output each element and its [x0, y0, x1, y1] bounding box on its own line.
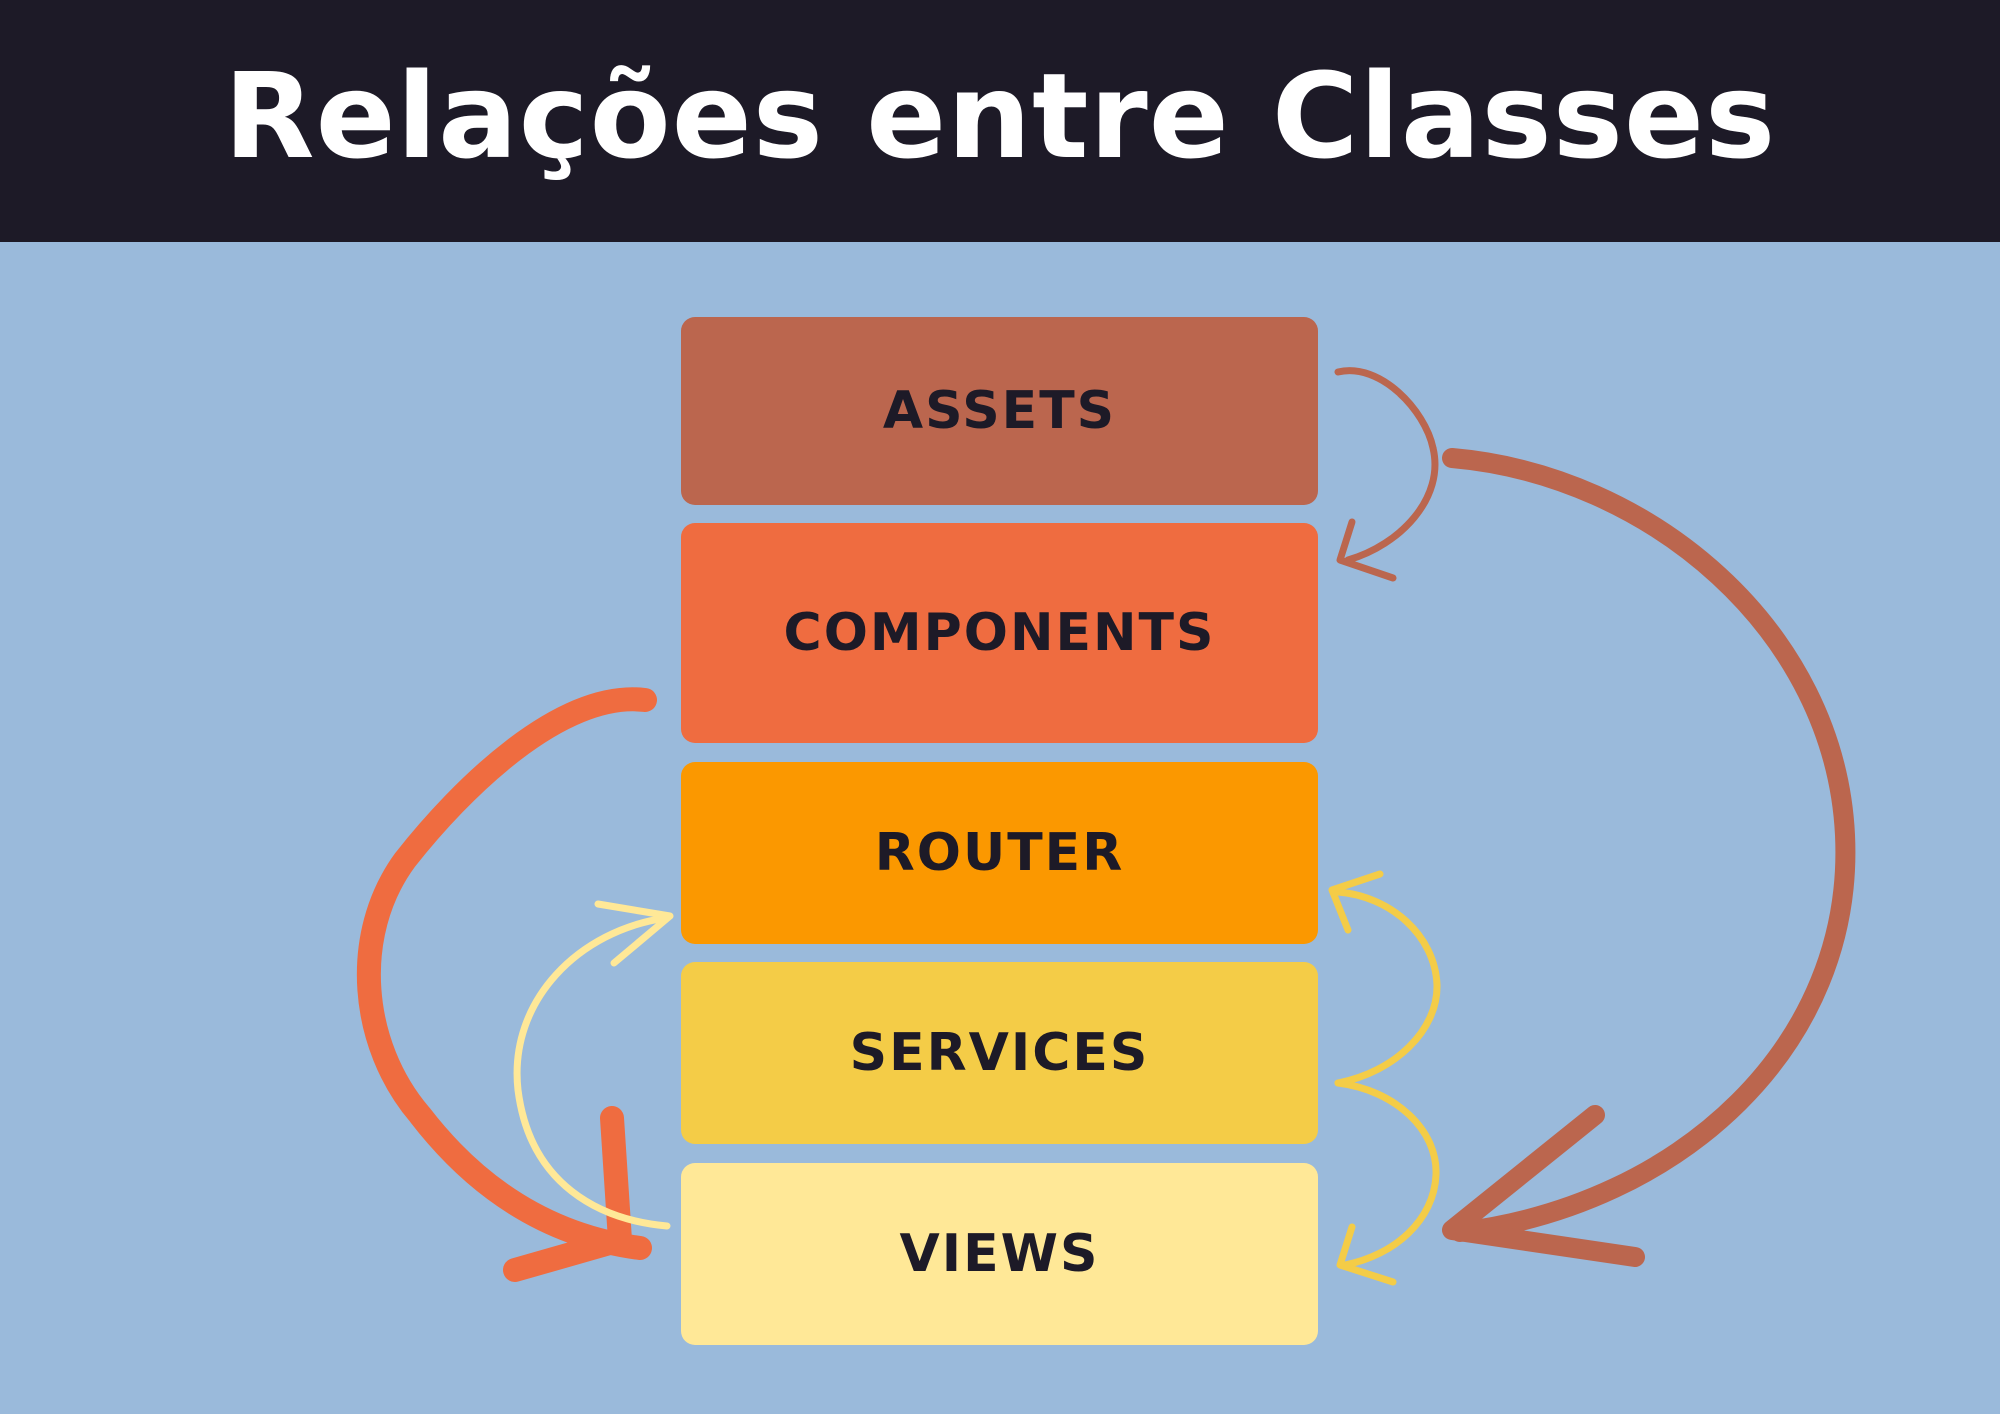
diagram-title: Relações entre Classes: [223, 47, 1777, 185]
layer-services: SERVICES: [681, 962, 1318, 1144]
arrow-views-to-router: [513, 900, 674, 1230]
arrow-components-to-views: [356, 687, 657, 1282]
arrow-services-to-views: [1334, 1079, 1440, 1286]
arrow-assets-to-views: [1442, 448, 1856, 1267]
layer-label-router: ROUTER: [874, 823, 1125, 883]
layer-label-services: SERVICES: [849, 1023, 1150, 1083]
layer-label-components: COMPONENTS: [783, 603, 1216, 663]
layer-assets: ASSETS: [681, 317, 1318, 505]
layer-components: COMPONENTS: [681, 523, 1318, 743]
layer-label-assets: ASSETS: [882, 381, 1117, 441]
arrow-assets-to-components: [1334, 367, 1439, 582]
layer-label-views: VIEWS: [899, 1224, 1100, 1284]
arrow-services-to-router: [1328, 870, 1441, 1087]
layer-views: VIEWS: [681, 1163, 1318, 1345]
title-banner: Relações entre Classes: [0, 0, 2000, 242]
layer-router: ROUTER: [681, 762, 1318, 944]
